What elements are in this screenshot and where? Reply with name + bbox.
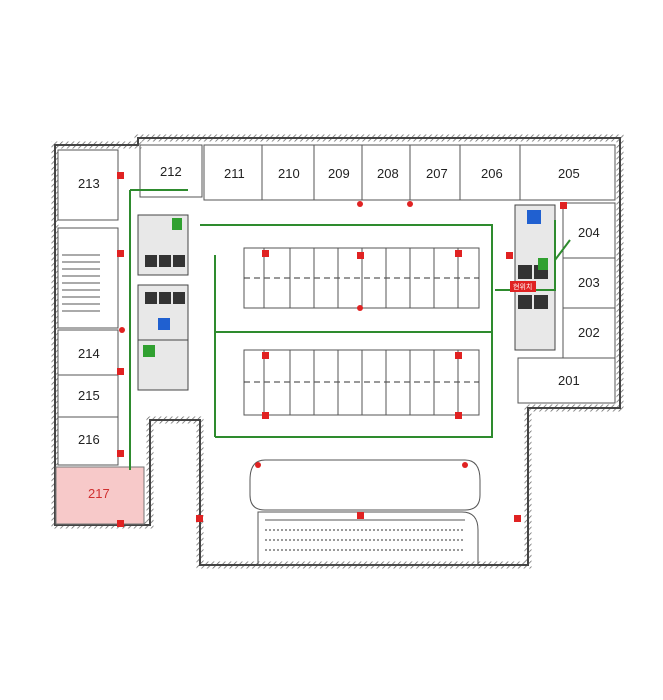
core-left [137,214,189,391]
room-label-210[interactable]: 210 [278,166,300,181]
room-label-212[interactable]: 212 [160,164,182,179]
room-label-204[interactable]: 204 [578,225,600,240]
core-right [514,204,556,351]
right-rooms [517,202,616,404]
room-label-201[interactable]: 201 [558,373,580,388]
room-label-208[interactable]: 208 [377,166,399,181]
stairs-left [62,254,100,312]
room-label-207[interactable]: 207 [426,166,448,181]
room-label-209[interactable]: 209 [328,166,350,181]
fire-extinguisher-markers [117,172,567,527]
room-label-214[interactable]: 214 [78,346,100,361]
left-rooms [57,149,119,466]
bottom-parking [249,459,481,566]
room-label-202[interactable]: 202 [578,325,600,340]
room-label-215[interactable]: 215 [78,388,100,403]
room-labels: 201 202 203 204 205 206 207 208 209 210 … [78,164,600,501]
room-label-203[interactable]: 203 [578,275,600,290]
room-label-216[interactable]: 216 [78,432,100,447]
room-label-217[interactable]: 217 [88,486,110,501]
room-label-211[interactable]: 211 [224,166,245,181]
evacuation-routes [129,189,571,470]
room-label-206[interactable]: 206 [481,166,503,181]
parking-lower [243,349,480,416]
outer-walls [51,134,624,569]
room-label-205[interactable]: 205 [558,166,580,181]
room-217-highlight[interactable] [55,466,145,525]
svg-text:현위치: 현위치 [513,282,532,291]
top-rooms [139,144,616,201]
room-label-213[interactable]: 213 [78,176,100,191]
current-location-tag: 현위치 [510,281,536,292]
